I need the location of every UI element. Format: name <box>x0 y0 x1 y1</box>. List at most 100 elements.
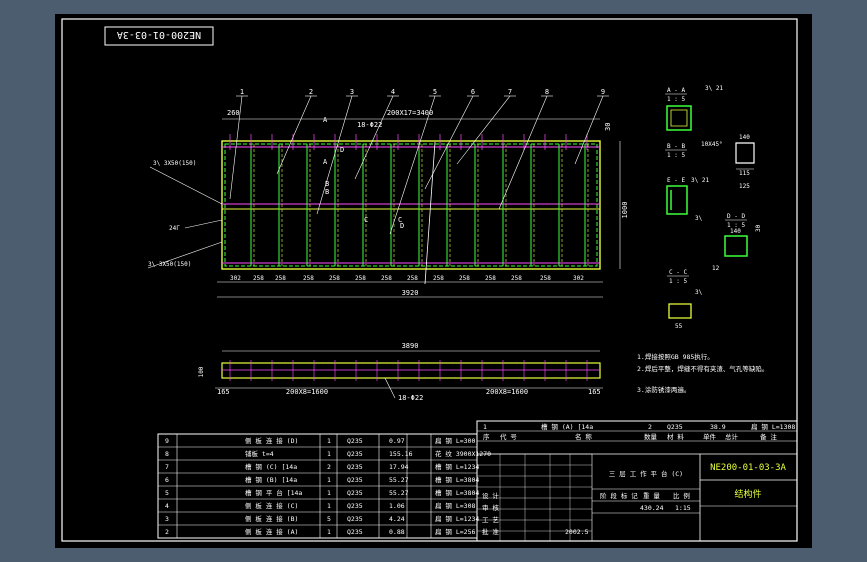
section-dd-shape <box>724 235 748 257</box>
bom-cell-name: 侧 板 连 接 (D) <box>245 436 298 445</box>
weld-leader-1 <box>149 166 223 205</box>
title-block-grid <box>477 453 592 541</box>
bom-cell-no: 2 <box>165 528 169 536</box>
side-dim-right-span: 200X8=1600 <box>486 388 528 396</box>
tb-role-approve: 批 准 <box>482 527 499 536</box>
bom-cell-weight: 0.97 <box>389 437 405 445</box>
section-dd-label: D - D <box>727 213 745 220</box>
bom-cell-no: 4 <box>165 502 169 510</box>
dim-top: 200X17=3400 <box>387 109 433 117</box>
part-marker: 8 <box>545 88 549 96</box>
bom-cell-weight: 17.94 <box>389 463 409 471</box>
drawing-number-tab: NE200-01-03-3A <box>117 29 201 40</box>
part-leader <box>498 95 548 210</box>
section-line-c <box>424 141 436 285</box>
bom-row1-no: 1 <box>483 423 487 431</box>
bom-cell-qty: 1 <box>327 528 331 536</box>
side-dim-right: 165 <box>588 388 601 396</box>
bom-cell-name: 侧 板 连 接 (B) <box>245 514 298 523</box>
bom-cell-material: Q235 <box>347 450 363 458</box>
section-dd-dim1: 140 <box>730 228 741 235</box>
section-mark: B <box>325 180 329 188</box>
section-cc-dim1: 55 <box>675 323 683 330</box>
section-aa-shape <box>666 105 692 131</box>
bom-cell-name: 槽 钢 (C) [14a <box>245 462 297 471</box>
section-aa-note: 3\ 21 <box>705 85 723 92</box>
section-cc-note: 3\ <box>695 289 703 296</box>
bom-cell-weight: 4.24 <box>389 515 405 523</box>
bom-cell-material: Q235 <box>347 515 363 523</box>
part-leader <box>229 95 243 200</box>
section-bb-shape <box>735 142 755 164</box>
section-bb-label: B - B <box>667 143 685 150</box>
bom-cell-material: Q235 <box>347 463 363 471</box>
section-aa-inner <box>670 109 688 127</box>
side-dim-left: 165 <box>217 388 230 396</box>
bom-cell-qty: 5 <box>327 515 331 523</box>
bottom-dim: 302 <box>573 275 584 282</box>
tb-part-name: 结构件 <box>734 488 761 500</box>
part-marker: 7 <box>508 88 512 96</box>
side-dim-left-span: 200X8=1600 <box>286 388 328 396</box>
bom-row1-name: 槽 钢 (A) [14a <box>541 422 593 431</box>
bom-row1-qty: 2 <box>648 423 652 431</box>
weld-leader-2 <box>184 219 223 229</box>
bom-cell-no: 6 <box>165 476 169 484</box>
bom-cell-name: 侧 板 连 接 (A) <box>245 527 298 536</box>
section-cc-shape <box>668 303 692 319</box>
section-dd-note: 3\ <box>695 215 703 222</box>
bom-cell-note: 槽 钢 L=3804 <box>435 475 479 484</box>
bottom-dim: 258 <box>329 275 340 282</box>
bom-header-code: 代 号 <box>500 432 517 441</box>
note-2: 2.焊后平整，焊缝不得有夹渣、气孔等缺陷。 <box>637 364 768 373</box>
section-cc-scale: 1 : 5 <box>669 278 687 285</box>
section-mark: D <box>400 222 404 230</box>
bom-cell-note: 扁 钢 L=308 <box>435 501 475 510</box>
bom-cell-material: Q235 <box>347 528 363 536</box>
bottom-dim: 258 <box>253 275 264 282</box>
technical-notes: 1.焊接按照GB 985执行。 2.焊后平整，焊缝不得有夹渣、气孔等缺陷。 3.… <box>637 352 768 394</box>
tb-title: 三 层 工 作 平 台 (C) <box>609 469 683 478</box>
bottom-dim: 258 <box>355 275 366 282</box>
side-dim-top: 3890 <box>402 342 419 350</box>
part-marker: 6 <box>471 88 475 96</box>
part-leader <box>456 95 511 165</box>
bom-header-qty: 数量 <box>644 432 658 441</box>
bolt-holes-top <box>229 134 588 150</box>
section-bb-dim2: 115 <box>739 170 750 177</box>
bottom-dim: 258 <box>540 275 551 282</box>
section-mark: B <box>325 188 329 196</box>
section-aa-scale: 1 : 5 <box>667 96 685 103</box>
bottom-dim: 258 <box>303 275 314 282</box>
section-dd-dim3: 12 <box>712 265 720 272</box>
bom-cell-no: 9 <box>165 437 169 445</box>
section-mark: C <box>398 216 402 224</box>
bottom-dim: 258 <box>433 275 444 282</box>
tb-stage-label: 阶 段 标 记 <box>600 491 638 500</box>
tb-role-review: 审 核 <box>482 503 499 512</box>
title-block-frame <box>476 420 798 542</box>
dim-height: 1000 <box>621 202 629 219</box>
note-1: 1.焊接按照GB 985执行。 <box>637 352 714 361</box>
bottom-dim: 258 <box>459 275 470 282</box>
tb-scale-label: 比 例 <box>673 491 690 500</box>
part-leader <box>354 95 394 180</box>
bom-cell-qty: 1 <box>327 476 331 484</box>
bom-cell-material: Q235 <box>347 489 363 497</box>
drawing-number-tab-box <box>104 26 214 46</box>
part-leader <box>276 95 312 175</box>
side-hole-leader <box>384 377 396 399</box>
bom-cell-no: 7 <box>165 463 169 471</box>
section-bb-dim1: 140 <box>739 134 750 141</box>
bom-row1-note: 扁 钢 L=1308 <box>751 422 795 431</box>
bom-cell-no: 3 <box>165 515 169 523</box>
section-details: A - A 1 : 5 3\ 21 B - B 1 : 5 10X45° 140… <box>665 85 762 330</box>
weld-note-1: 3\ 3X50(150) <box>153 160 196 167</box>
section-cc-label: C - C <box>669 269 687 276</box>
